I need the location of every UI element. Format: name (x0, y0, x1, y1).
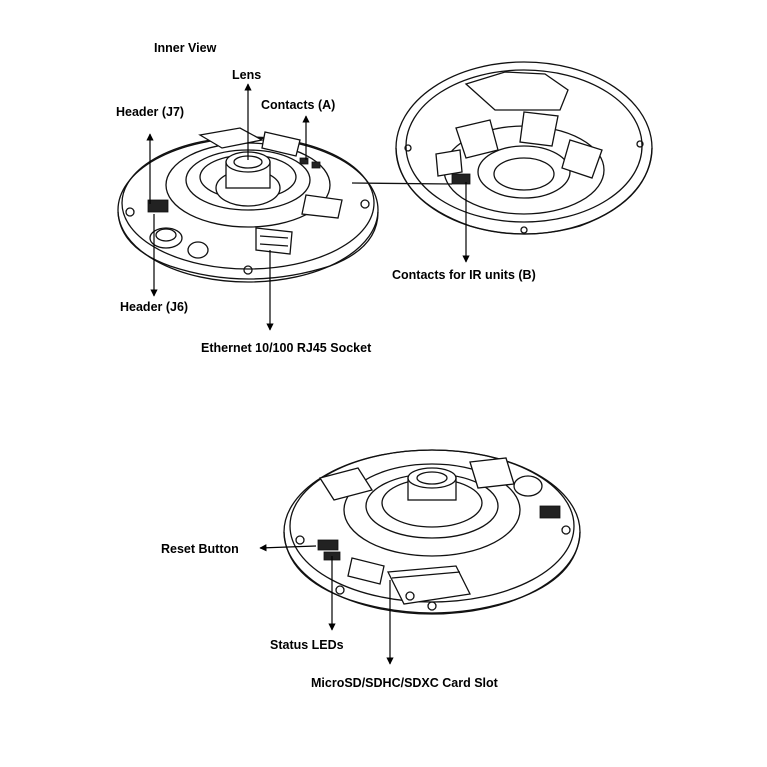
label-reset-button: Reset Button (161, 542, 239, 556)
label-lens: Lens (232, 68, 262, 82)
round-knob (149, 227, 183, 249)
label-status-leds: Status LEDs (270, 638, 344, 652)
leader-lines (146, 83, 470, 665)
label-header-j7: Header (J7) (116, 105, 185, 119)
label-ethernet: Ethernet 10/100 RJ45 Socket (201, 341, 372, 355)
rj45-socket (255, 227, 293, 255)
title-inner-view: Inner View (154, 41, 217, 55)
module-block-right (301, 194, 343, 219)
camera-bottom (283, 449, 581, 615)
reset-button-block (317, 539, 339, 551)
label-contacts-ir: Contacts for IR units (B) (392, 268, 536, 282)
leader-reset (259, 544, 317, 552)
label-header-j6: Header (J6) (120, 300, 189, 314)
dome-cover (395, 61, 653, 235)
camera-top-left (117, 127, 379, 283)
label-card-slot: MicroSD/SDHC/SDXC Card Slot (311, 676, 498, 690)
header-j7-connector (147, 199, 169, 213)
bottom-lens-top (407, 467, 457, 489)
contacts-ir-block (451, 173, 471, 185)
label-contacts-a: Contacts (A) (261, 98, 336, 112)
card-slot-block (386, 565, 471, 605)
